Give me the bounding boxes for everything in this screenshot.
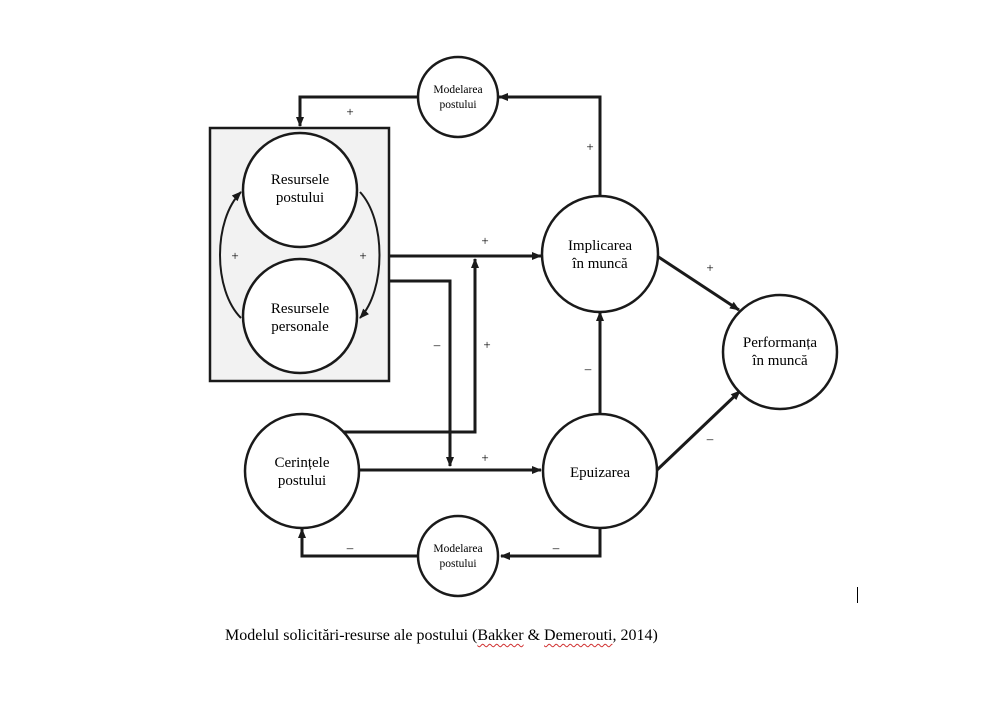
sign-implicarea-to-modelarea-top: + <box>586 139 593 154</box>
label-cerintele-line1: Cerințele <box>275 455 330 471</box>
label-modelarea-top-line2: postului <box>439 99 476 111</box>
node-resursele-postului <box>241 131 359 249</box>
arrow-implicarea-to-modelarea-top <box>498 93 602 196</box>
label-epuizarea: Epuizarea <box>570 465 630 481</box>
node-modelarea-top <box>416 55 500 139</box>
label-performanta-line1: Performanța <box>743 335 817 351</box>
sign-modelarea-bottom-to-cerinte: – <box>346 540 354 555</box>
sign-modelarea-top-to-resources: + <box>346 104 353 119</box>
node-implicarea <box>540 194 660 314</box>
sign-cerinte-to-epuizarea: + <box>481 450 488 465</box>
label-modelarea-bottom-line1: Modelarea <box>433 543 482 555</box>
label-cerintele-line2: postului <box>278 473 326 489</box>
sign-resources-to-implicarea: + <box>481 233 488 248</box>
node-modelarea-bottom <box>416 514 500 598</box>
label-modelarea-top-line1: Modelarea <box>433 84 482 96</box>
arrow-modelarea-bottom-to-cerinte <box>298 528 418 558</box>
arrow-demands-to-engagement-path <box>343 258 479 434</box>
reciprocal-arrows <box>219 191 381 319</box>
node-resursele-personale <box>241 257 359 375</box>
label-resursele-postului-line2: postului <box>276 190 324 206</box>
arrow-epuizarea-to-modelarea-bottom <box>500 528 602 560</box>
caption-ampersand: & <box>523 627 545 644</box>
sign-epuizarea-to-performanta: – <box>706 431 714 446</box>
sign-epuizarea-to-implicarea: – <box>584 361 592 376</box>
caption-before: Modelul solicitări-resurse ale postului … <box>225 627 478 644</box>
arrow-epuizarea-to-performanta <box>655 389 742 472</box>
node-labels: Modelarea postului Resursele postului Re… <box>271 84 818 570</box>
node-performanta <box>721 293 839 411</box>
sign-epuizarea-to-modelarea-bottom: – <box>552 540 560 555</box>
node-epuizarea <box>541 412 659 530</box>
label-implicarea-line1: Implicarea <box>568 238 632 254</box>
caption-author-demerouti: Demerouti <box>544 627 613 644</box>
sign-personale-to-postului: + <box>231 248 238 263</box>
figure-caption: Modelul solicitări-resurse ale postului … <box>225 627 658 645</box>
label-resursele-personale-line2: personale <box>271 319 329 335</box>
arrow-personale-to-postului <box>219 191 242 319</box>
connectors <box>296 93 742 560</box>
sign-postului-to-personale: + <box>359 248 366 263</box>
text-cursor <box>857 587 858 603</box>
signs: + + + + + – + + – + – – – <box>231 104 713 555</box>
node-cerintele <box>243 412 361 530</box>
caption-author-bakker: Bakker <box>477 627 524 644</box>
arrow-implicarea-to-performanta <box>656 254 740 312</box>
label-resursele-postului-line1: Resursele <box>271 172 330 188</box>
sign-demands-to-engagement: + <box>483 337 490 352</box>
arrow-resources-to-demands-path <box>389 279 454 467</box>
sign-resources-to-demands: – <box>433 337 441 352</box>
label-modelarea-bottom-line2: postului <box>439 558 476 570</box>
label-performanta-line2: în muncă <box>751 353 808 369</box>
nodes <box>241 55 839 598</box>
label-resursele-personale-line1: Resursele <box>271 301 330 317</box>
arrow-postului-to-personale <box>359 191 381 319</box>
arrow-modelarea-top-to-resources <box>296 95 418 127</box>
caption-after: , 2014) <box>612 627 658 644</box>
label-implicarea-line2: în muncă <box>571 256 628 272</box>
sign-implicarea-to-performanta: + <box>706 260 713 275</box>
